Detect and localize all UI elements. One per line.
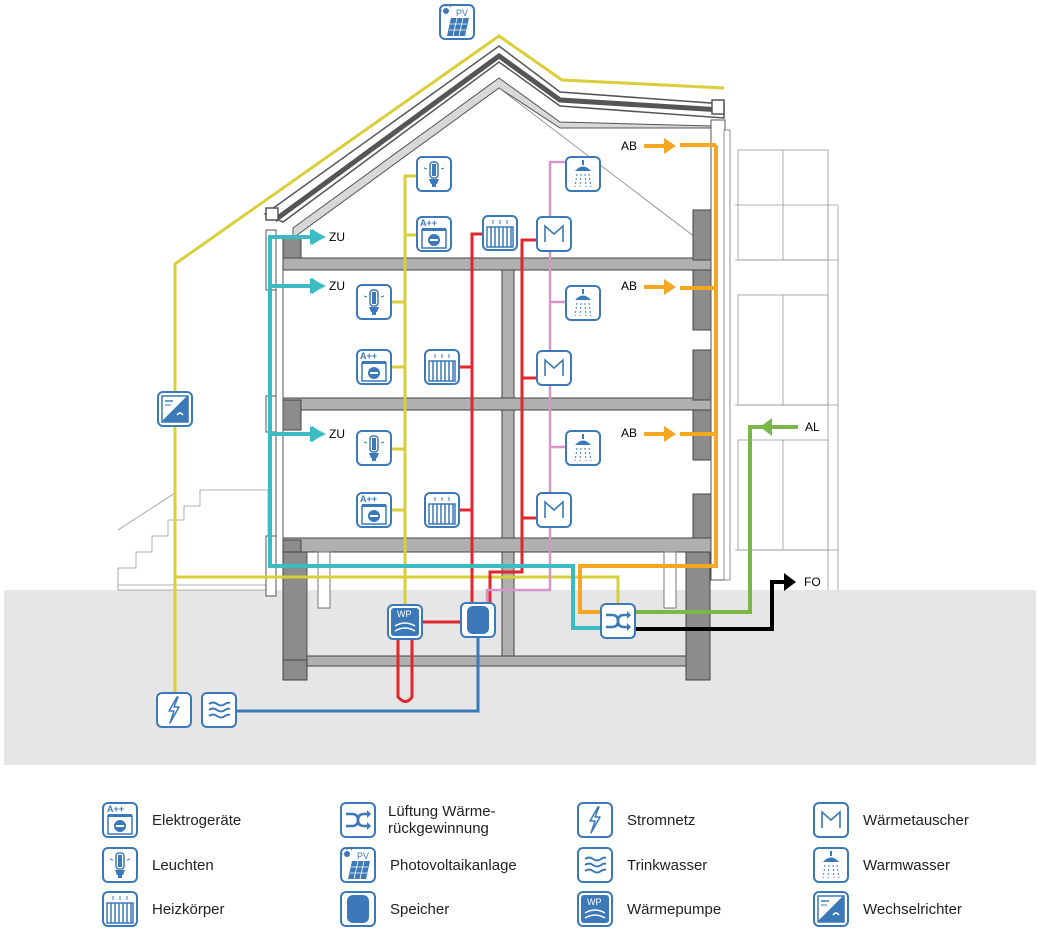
svg-text:A++: A++ xyxy=(107,804,124,814)
legend-label: Speicher xyxy=(390,900,450,918)
legend: A++ Elektrogeräte Leuchten Heizkörper Lü… xyxy=(0,790,1039,933)
shower-icon xyxy=(565,430,601,466)
legend-item: Wärmetauscher xyxy=(813,802,969,838)
lamp-icon xyxy=(102,847,138,883)
appliance-label: A++ xyxy=(360,351,377,361)
legend-label: Wechselrichter xyxy=(863,900,962,918)
ventilation-heat-recovery-icon xyxy=(600,603,636,639)
fresh-water-lines xyxy=(237,638,480,713)
flow-label-ab: AB xyxy=(621,279,637,293)
flow-label-al: AL xyxy=(805,420,820,434)
inverter-icon xyxy=(157,391,193,427)
svg-text:PV: PV xyxy=(357,851,369,861)
ground xyxy=(4,590,1036,765)
appliance-label: A++ xyxy=(360,494,377,504)
legend-item: Speicher xyxy=(340,891,449,927)
heat-pump-label: WP xyxy=(397,609,412,619)
pv-icon-label: PV xyxy=(456,8,468,18)
heat-exchanger-icon xyxy=(536,350,572,386)
legend-item: A++ Elektrogeräte xyxy=(102,802,241,838)
neighbour-building xyxy=(735,149,839,590)
flow-label-ab: AB xyxy=(621,426,637,440)
radiator-icon xyxy=(102,891,138,927)
lamp-icon xyxy=(356,284,392,320)
legend-item: Wechselrichter xyxy=(813,891,962,927)
heat-exchanger-icon xyxy=(536,216,572,252)
legend-label: Warmwasser xyxy=(863,856,950,874)
storage-tank-icon xyxy=(460,602,496,638)
lightning-icon xyxy=(577,802,613,838)
legend-label: Photovoltaikanlage xyxy=(390,856,517,874)
flow-label-zu: ZU xyxy=(329,279,345,293)
legend-item: WP Wärmepumpe xyxy=(577,891,721,927)
legend-label: Wärmepumpe xyxy=(627,900,722,918)
shower-icon xyxy=(813,847,849,883)
flow-label-fo: FO xyxy=(804,575,821,589)
water-waves-icon xyxy=(201,692,237,728)
flow-label-zu: ZU xyxy=(329,230,345,244)
outgoing-air-lines xyxy=(636,580,786,631)
radiator-icon xyxy=(482,215,518,251)
legend-item: Trinkwasser xyxy=(577,847,707,883)
flow-label-ab: AB xyxy=(621,139,637,153)
ventilation-heat-recovery-icon xyxy=(340,802,376,838)
supply-air-lines xyxy=(268,229,600,630)
legend-label: Heizkörper xyxy=(152,900,225,918)
legend-label: Leuchten xyxy=(152,856,214,874)
outside-stairs xyxy=(117,489,269,591)
legend-item: Heizkörper xyxy=(102,891,225,927)
radiator-icon xyxy=(424,349,460,385)
legend-label: Trinkwasser xyxy=(627,856,708,874)
legend-label: Stromnetz xyxy=(627,811,696,829)
exhaust-air-arrows xyxy=(644,138,676,442)
solar-panel-icon: PV xyxy=(340,847,376,883)
appliance-label: A++ xyxy=(420,218,437,228)
legend-label: Elektrogeräte xyxy=(152,811,242,829)
legend-item: Stromnetz xyxy=(577,802,695,838)
legend-item: PV Photovoltaikanlage xyxy=(340,847,517,883)
legend-label: Lüftung Wärme- rückgewinnung xyxy=(388,803,496,837)
shower-icon xyxy=(565,156,601,192)
flow-label-zu: ZU xyxy=(329,427,345,441)
legend-item: Lüftung Wärme- rückgewinnung xyxy=(340,802,496,838)
shower-icon xyxy=(565,285,601,321)
radiator-icon xyxy=(424,492,460,528)
heat-exchanger-icon xyxy=(536,492,572,528)
lamp-icon xyxy=(416,156,452,192)
legend-item: Warmwasser xyxy=(813,847,950,883)
heat-exchanger-icon xyxy=(813,802,849,838)
svg-text:WP: WP xyxy=(587,897,602,907)
legend-item: Leuchten xyxy=(102,847,214,883)
building-section-diagram: ZU ZU ZU AB AB AB AL FO PV A++ A++ A++ W… xyxy=(4,4,1036,765)
inverter-icon xyxy=(813,891,849,927)
exhaust-air-lines xyxy=(578,143,718,614)
lightning-icon xyxy=(156,692,192,728)
outgoing-air-arrow xyxy=(784,573,796,591)
outside-air-arrow xyxy=(760,418,772,436)
water-waves-icon xyxy=(577,847,613,883)
supply-air-arrows xyxy=(312,229,324,442)
appliance-icon: A++ xyxy=(102,802,138,838)
storage-tank-icon xyxy=(340,891,376,927)
lamp-icon xyxy=(356,430,392,466)
heating-lines xyxy=(396,232,536,703)
heat-pump-icon: WP xyxy=(577,891,613,927)
legend-label: Wärmetauscher xyxy=(863,811,969,829)
hot-water-lines xyxy=(485,160,565,604)
